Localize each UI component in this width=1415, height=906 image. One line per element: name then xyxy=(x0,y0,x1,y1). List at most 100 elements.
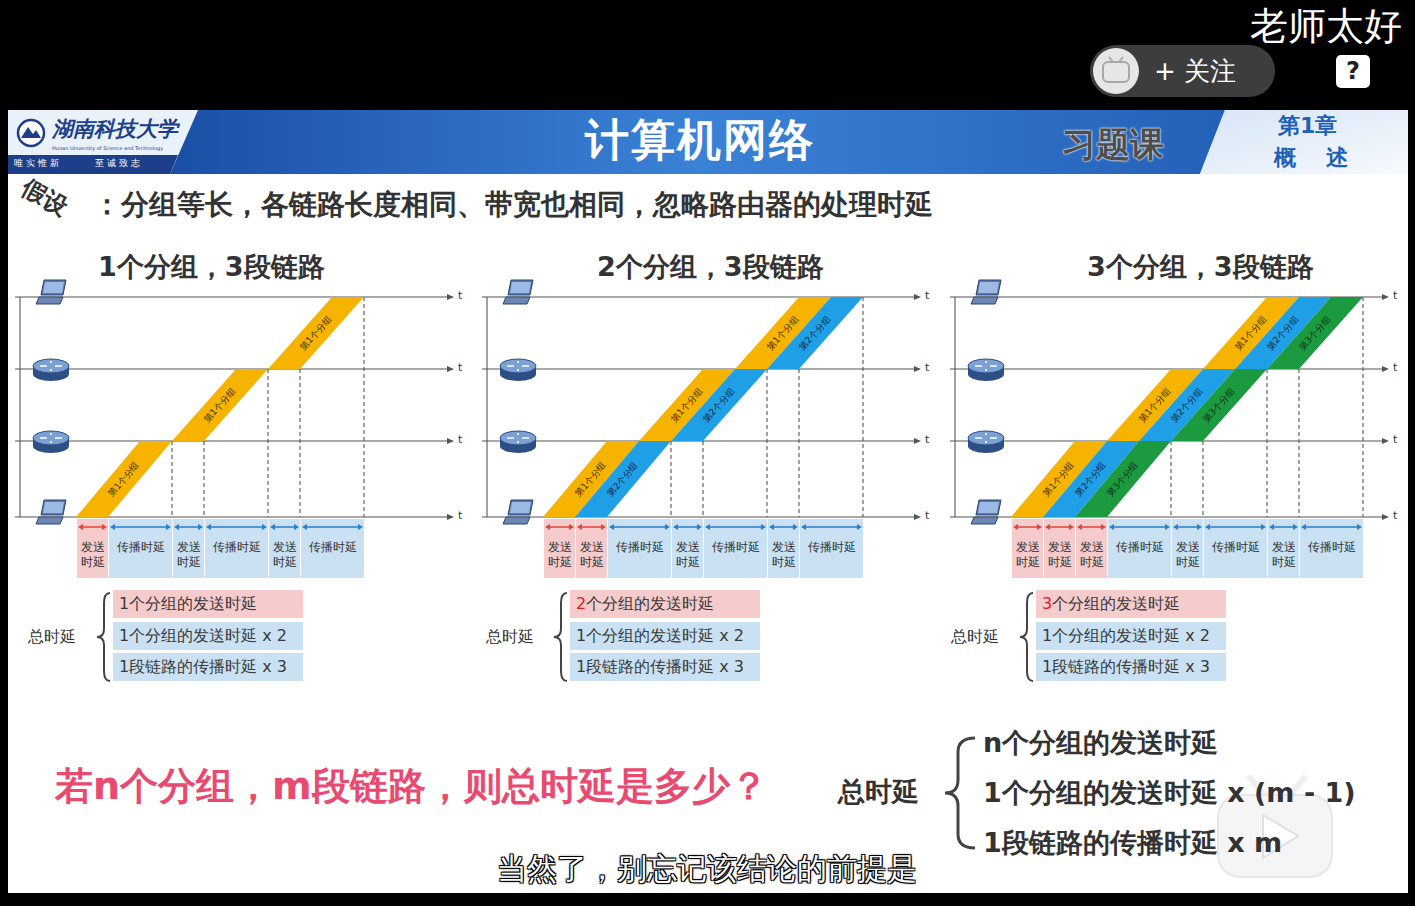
label-box: 第1章 xyxy=(1278,113,1337,139)
label-box: ：分组等长，各链路长度相同、带宽也相同，忽略路由器的处理时延 xyxy=(93,188,933,222)
delay-text: 发送 时延 xyxy=(576,540,607,570)
delay-cell: 传播时延 xyxy=(108,519,172,578)
band-fill xyxy=(1171,369,1267,441)
delay-term-box: 1个分组的发送时延 xyxy=(113,590,303,618)
time-axis-label: t xyxy=(1393,433,1397,446)
label-box: 1个分组的发送时延 x (m - 1) xyxy=(983,777,1356,809)
logo-panel xyxy=(8,110,198,155)
panel-title: 3个分组，3段链路 xyxy=(1087,251,1314,283)
delay-text: 发送 时延 xyxy=(1012,540,1043,570)
chapter-number: 第1章 xyxy=(1278,113,1337,139)
delay-term-box: 1个分组的发送时延 x 2 xyxy=(570,622,760,650)
dimension-arrow xyxy=(1300,521,1364,533)
band-fill xyxy=(1075,441,1171,517)
delay-text: 1个分组的发送时延 xyxy=(113,590,263,618)
delay-text: 1段链路的传播时延 x 3 xyxy=(1036,653,1216,681)
dimension-arrow xyxy=(672,521,704,533)
band-fill xyxy=(172,369,268,441)
dimension-arrow xyxy=(205,521,269,533)
delay-cell: 发送 时延 xyxy=(1043,519,1075,578)
time-axis-label: t xyxy=(925,289,929,302)
delay-text: 传播时延 xyxy=(704,540,767,555)
label-box: 老师太好 xyxy=(1250,4,1402,50)
panel-title: 2个分组，3段链路 xyxy=(597,251,824,283)
delay-cell: 传播时延 xyxy=(300,519,364,578)
help-icon: ? xyxy=(1336,55,1370,88)
band-fill xyxy=(76,441,172,517)
university-logo xyxy=(18,120,44,146)
delay-cell: 发送 时延 xyxy=(767,519,799,578)
time-axis-label: t xyxy=(458,289,462,302)
delay-text: 传播时延 xyxy=(205,540,268,555)
time-axis-label: t xyxy=(1393,289,1397,302)
packet-band: 第1个分组 xyxy=(172,369,268,441)
dimension-arrow xyxy=(173,521,205,533)
delay-text: 传播时延 xyxy=(800,540,863,555)
slide-title: 计算机网络 xyxy=(500,114,900,167)
delay-cell: 发送 时延 xyxy=(1075,519,1107,578)
header-band xyxy=(170,110,1225,174)
avatar xyxy=(1090,45,1142,97)
dashed-time-markers xyxy=(172,297,1363,517)
label-box: 总时延 xyxy=(951,627,999,646)
question-text: 若n个分组，m段链路，则总时延是多少？ xyxy=(55,764,768,810)
total-delay-label: 总时延 xyxy=(486,627,534,646)
delay-text: 发送 时延 xyxy=(1172,540,1203,570)
label-box: 总时延 xyxy=(838,776,919,808)
label-box: t xyxy=(925,361,929,374)
label-box: 湖南科技大学 xyxy=(52,116,178,141)
label-box: t xyxy=(1393,289,1397,302)
chapter-panel xyxy=(1200,110,1408,174)
delay-term-box: 2个分组的发送时延 xyxy=(570,590,760,618)
dimension-arrow xyxy=(768,521,800,533)
delay-cell: 传播时延 xyxy=(607,519,671,578)
band-fill xyxy=(268,297,364,369)
dimension-arrow xyxy=(301,521,365,533)
dimension-arrow xyxy=(800,521,864,533)
delay-text: 传播时延 xyxy=(1108,540,1171,555)
delay-text: 传播时延 xyxy=(608,540,671,555)
band-fill xyxy=(767,297,863,369)
time-axis-label: t xyxy=(1393,509,1397,522)
time-axis-label: t xyxy=(1393,361,1397,374)
delay-term-box: 1段链路的传播时延 x 3 xyxy=(1036,653,1226,681)
label-box: 至诚致志 xyxy=(95,158,143,169)
delay-text: 传播时延 xyxy=(301,540,364,555)
delay-cell: 发送 时延 xyxy=(268,519,300,578)
label-box: t xyxy=(925,289,929,302)
delay-text: 1段链路的传播时延 x 3 xyxy=(113,653,293,681)
packet-band: 第1个分组 xyxy=(268,297,364,369)
time-axis-label: t xyxy=(458,433,462,446)
delay-text: 1段链路的传播时延 x 3 xyxy=(570,653,750,681)
dimension-arrow xyxy=(1076,521,1108,533)
delay-cell: 传播时延 xyxy=(799,519,863,578)
dimension-arrow xyxy=(1204,521,1268,533)
brace xyxy=(945,738,975,848)
time-axis-label: t xyxy=(925,361,929,374)
time-axis-label: t xyxy=(458,509,462,522)
formula-term: n个分组的发送时延 xyxy=(983,727,1218,759)
slide-background xyxy=(8,110,1408,893)
dimension-arrow xyxy=(1268,521,1300,533)
total-delay-label: 总时延 xyxy=(951,627,999,646)
delay-text: 发送 时延 xyxy=(1268,540,1299,570)
dimension-arrow xyxy=(1044,521,1076,533)
delay-cell: 发送 时延 xyxy=(76,519,108,578)
delay-text: 发送 时延 xyxy=(1076,540,1107,570)
delay-text: 发送 时延 xyxy=(544,540,575,570)
label-box: t xyxy=(1393,509,1397,522)
help-icon xyxy=(1336,55,1370,88)
delay-cell: 发送 时延 xyxy=(543,519,575,578)
label-box: ? xyxy=(1336,55,1370,88)
packet-band: 第1个分组 xyxy=(76,441,172,517)
dimension-arrow xyxy=(1012,521,1044,533)
dimension-arrow xyxy=(77,521,109,533)
delay-cell: 传播时延 xyxy=(1299,519,1363,578)
watermark-title: 习题课 xyxy=(1062,124,1164,165)
delay-text: 发送 时延 xyxy=(173,540,204,570)
label-box: Hunan University of Science and Technolo… xyxy=(52,145,163,151)
label-box: 总时延 xyxy=(28,627,76,646)
delay-term-box: 1段链路的传播时延 x 3 xyxy=(113,653,303,681)
danmaku-comment: 老师太好 xyxy=(1250,4,1402,50)
dimension-arrow xyxy=(109,521,173,533)
